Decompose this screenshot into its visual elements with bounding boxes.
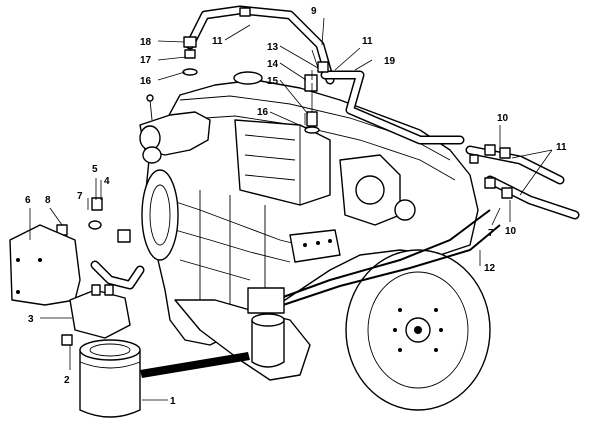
callout-10b: 10: [505, 226, 517, 237]
fuel-line-left: [90, 260, 145, 290]
callout-16a: 16: [140, 76, 152, 87]
callout-10a: 10: [497, 113, 509, 124]
filter-head: [69, 284, 131, 339]
callout-6: 6: [25, 195, 31, 206]
crank-pulley: [141, 169, 179, 261]
location-pointer-arrow: [140, 352, 250, 378]
flywheel-housing: [345, 249, 491, 411]
leader-lines-mid: [269, 45, 319, 129]
installed-fuel-filter: [247, 287, 285, 368]
callout-14: 14: [267, 59, 279, 70]
callout-17: 17: [140, 55, 152, 66]
fuel-feed-line-12: [274, 209, 501, 307]
callout-11b: 11: [362, 36, 373, 47]
callout-1: 1: [170, 396, 176, 407]
callout-9: 9: [311, 6, 317, 17]
callout-19: 19: [384, 56, 396, 67]
callout-12: 12: [484, 263, 496, 274]
callout-16b: 16: [257, 107, 269, 118]
callout-2: 2: [64, 375, 70, 386]
filter-bracket: [9, 224, 81, 306]
fuel-filter-cartridge: [79, 339, 141, 418]
callout-11c: 11: [556, 142, 567, 153]
callout-15: 15: [267, 76, 279, 87]
callout-7a: 7: [77, 191, 83, 202]
banjo-bolt-4-5: [88, 197, 131, 243]
leader-lines: [29, 17, 553, 401]
callout-8: 8: [45, 195, 51, 206]
thermostat-housing: [139, 94, 211, 164]
callout-13: 13: [267, 42, 279, 53]
bolt-2: [61, 334, 73, 346]
fuel-return-hose-19: [320, 70, 465, 145]
callout-3: 3: [28, 314, 34, 325]
hose-clamps: [239, 7, 513, 199]
starter-and-accessories: [289, 154, 416, 263]
callout-5: 5: [92, 164, 98, 175]
banjo-fitting-18: [182, 36, 198, 76]
callout-7b: 7: [488, 228, 494, 239]
callout-labels: 1 2 3 4 5 6 7 7 8 9 10 10 11 11 11 12 13…: [25, 6, 567, 407]
callout-11a: 11: [212, 36, 223, 47]
callout-18: 18: [140, 37, 152, 48]
callout-4: 4: [104, 176, 110, 187]
oil-filler-cap: [233, 71, 263, 85]
fuel-return-hose-upper: [185, 5, 335, 85]
